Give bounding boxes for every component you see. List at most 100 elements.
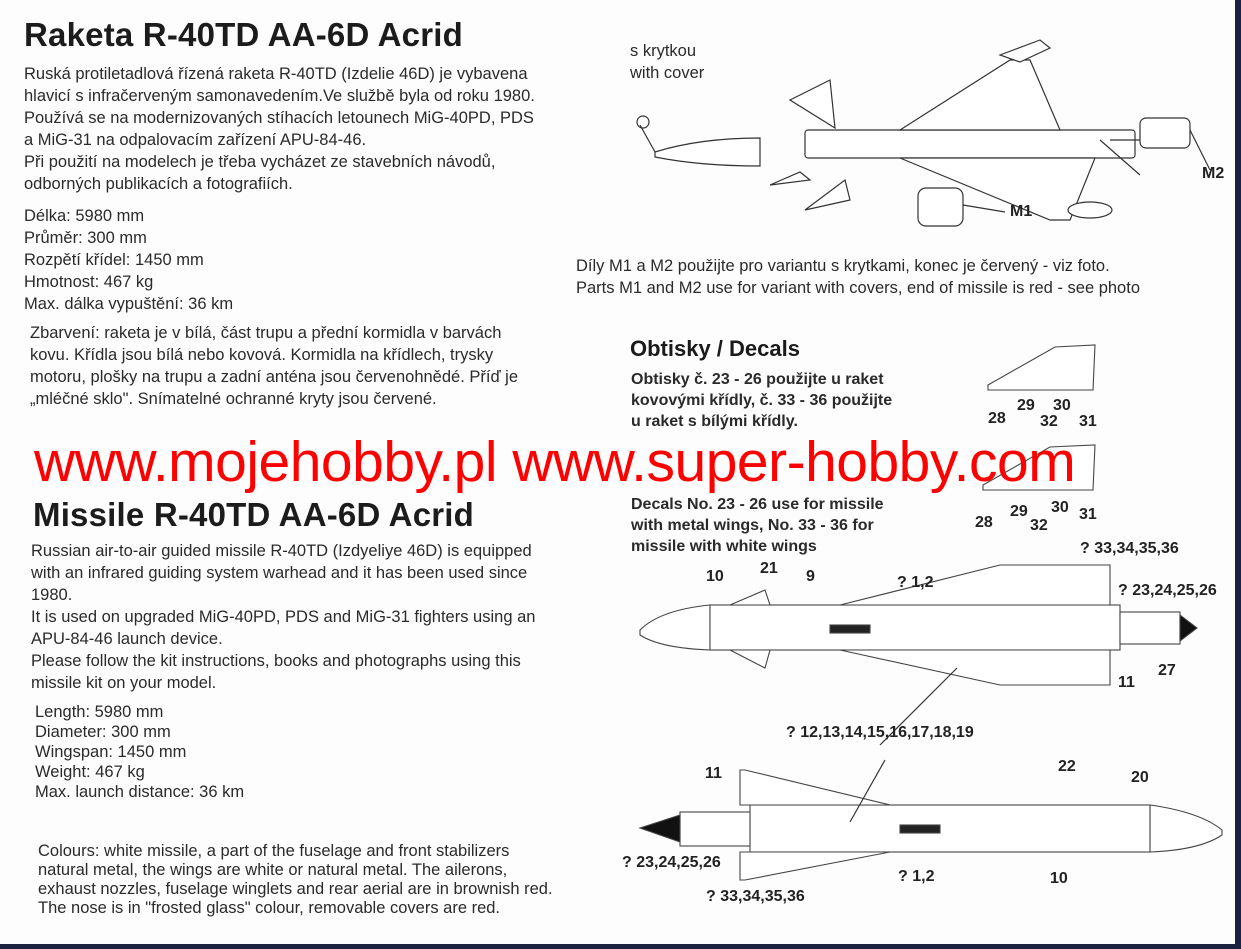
watermark: www.mojehobby.pl www.super-hobby.com xyxy=(34,430,1076,494)
text-line: with cover xyxy=(630,64,705,82)
scan-edge-bottom xyxy=(0,944,1241,949)
wing-bottom-upper xyxy=(739,769,891,806)
canard-top xyxy=(729,589,771,606)
english-intro: Russian air-to-air guided missile R-40TD… xyxy=(31,540,535,694)
wing-bottom-lower xyxy=(739,851,891,881)
text-line: 1980. xyxy=(31,586,73,604)
tail-top xyxy=(1119,611,1181,645)
decals-en: Decals No. 23 - 26 use for missile with … xyxy=(631,494,884,557)
callout-label: 30 xyxy=(1051,499,1069,516)
upper-wing xyxy=(897,59,1061,131)
text-line: missile with white wings xyxy=(631,538,817,555)
text-line: natural metal, the wings are white or na… xyxy=(38,861,508,879)
front-fin-mid xyxy=(769,171,812,186)
nose-bottom xyxy=(1149,804,1223,853)
text-line: u raket s bílými křídly. xyxy=(631,413,798,430)
tail-bottom xyxy=(679,811,751,847)
front-fin-bottom xyxy=(804,178,851,211)
text-line: motoru, plošky na trupu a zadní anténa j… xyxy=(30,368,519,386)
callout-label: 31 xyxy=(1079,506,1097,523)
front-fin-top xyxy=(788,79,836,130)
decals-heading: Obtisky / Decals xyxy=(630,336,800,361)
wing-top xyxy=(987,344,1096,391)
spec-line: Max. dálka vypuštění: 36 km xyxy=(24,295,234,313)
spec-line: Rozpětí křídel: 1450 mm xyxy=(24,251,204,269)
nose-cover xyxy=(654,137,761,167)
nozzle-top xyxy=(1179,613,1198,643)
english-specs: Length: 5980 mm Diameter: 300 mm Wingspa… xyxy=(35,702,244,802)
text-line: The nose is in "frosted glass" colour, r… xyxy=(38,899,501,917)
nozzle-cover-m1 xyxy=(917,187,964,227)
spec-line: Hmotnost: 467 kg xyxy=(24,273,154,291)
spec-line: Weight: 467 kg xyxy=(35,763,145,781)
leader-line xyxy=(962,204,1006,213)
callout-label: 27 xyxy=(1158,662,1176,679)
callout-label: 10 xyxy=(1050,870,1068,887)
text-line: Decals No. 23 - 26 use for missile xyxy=(631,496,884,513)
text-line: with metal wings, No. 33 - 36 for xyxy=(631,517,874,534)
text-line: odborných publikacích a fotografiích. xyxy=(24,175,293,193)
text-line: kovovými křídly, č. 33 - 36 použijte xyxy=(631,392,893,409)
text-line: a MiG-31 na odpalovacím zařízení APU-84-… xyxy=(24,131,367,149)
wing-top-upper xyxy=(839,564,1111,606)
tail-cover-m2 xyxy=(1139,117,1191,149)
callout-label: 29 xyxy=(1010,503,1028,520)
czech-intro: Ruská protiletadlová řízená raketa R-40T… xyxy=(24,63,535,195)
callout-label: 11 xyxy=(1118,674,1135,691)
callout-label: 28 xyxy=(975,514,993,531)
czech-specs: Délka: 5980 mm Průměr: 300 mm Rozpětí kř… xyxy=(24,205,233,315)
cover-caption: s krytkou with cover xyxy=(630,40,704,84)
nose-top xyxy=(639,604,711,651)
callout-label: 29 xyxy=(1017,397,1035,414)
callout-label: 32 xyxy=(1030,517,1048,534)
text-line: APU-84-46 launch device. xyxy=(31,630,223,648)
callout-label: 30 xyxy=(1053,397,1071,414)
lower-wing xyxy=(899,157,1096,221)
callout-label: ? 1,2 xyxy=(898,868,935,885)
text-line: s krytkou xyxy=(630,42,697,60)
spec-line: Wingspan: 1450 mm xyxy=(35,743,187,761)
spec-line: Diameter: 300 mm xyxy=(35,723,171,741)
cross-marking xyxy=(829,624,871,634)
text-line: Colours: white missile, a part of the fu… xyxy=(38,842,510,860)
english-colours: Colours: white missile, a part of the fu… xyxy=(38,842,553,918)
text-line: Please follow the kit instructions, book… xyxy=(31,652,521,670)
text-line: Obtisky č. 23 - 26 použijte u raket xyxy=(631,371,884,388)
canard-bottom xyxy=(729,649,771,669)
callout-label: ? 23,24,25,26 xyxy=(1118,582,1217,599)
spec-line: Průměr: 300 mm xyxy=(24,229,147,247)
leader-line xyxy=(1189,129,1211,171)
callout-label: 10 xyxy=(706,568,724,585)
callout-label: 32 xyxy=(1040,413,1058,430)
cover-note-cz: Díly M1 a M2 použijte pro variantu s kry… xyxy=(576,257,1110,275)
part-m1-label: M1 xyxy=(1010,203,1033,220)
wing-bottom xyxy=(982,444,1096,491)
leader-line xyxy=(1099,139,1141,176)
callout-label: ? 1,2 xyxy=(897,574,934,591)
text-line: hlavicí s infračerveným samonavedením.Ve… xyxy=(24,87,535,105)
decals-cz: Obtisky č. 23 - 26 použijte u raket kovo… xyxy=(631,369,892,432)
text-line: with an infrared guiding system warhead … xyxy=(31,564,528,582)
text-line: „mléčné sklo". Snímatelné ochranné kryty… xyxy=(30,390,437,408)
spec-line: Délka: 5980 mm xyxy=(24,207,145,225)
callout-label: 28 xyxy=(988,410,1006,427)
fuselage-top xyxy=(709,604,1121,651)
text-line: exhaust nozzles, fuselage winglets and r… xyxy=(38,880,553,898)
czech-title: Raketa R-40TD AA-6D Acrid xyxy=(24,16,463,53)
callout-label: 20 xyxy=(1131,769,1149,786)
wing-top-lower xyxy=(839,649,1111,686)
czech-colours: Zbarvení: raketa je v bílá, část trupu a… xyxy=(30,322,518,410)
text-line: missile kit on your model. xyxy=(31,674,217,692)
text-line: Russian air-to-air guided missile R-40TD… xyxy=(31,542,532,560)
aileron xyxy=(998,39,1052,63)
callout-label: 22 xyxy=(1058,758,1076,775)
callout-label: ? 23,24,25,26 xyxy=(622,854,721,871)
cross-marking xyxy=(899,824,941,834)
scan-edge-right xyxy=(1235,0,1241,949)
aerial xyxy=(1067,201,1113,219)
callout-label: 9 xyxy=(806,568,815,585)
text-line: Ruská protiletadlová řízená raketa R-40T… xyxy=(24,65,528,83)
callout-label: 31 xyxy=(1079,413,1097,430)
spec-line: Max. launch distance: 36 km xyxy=(35,783,245,801)
